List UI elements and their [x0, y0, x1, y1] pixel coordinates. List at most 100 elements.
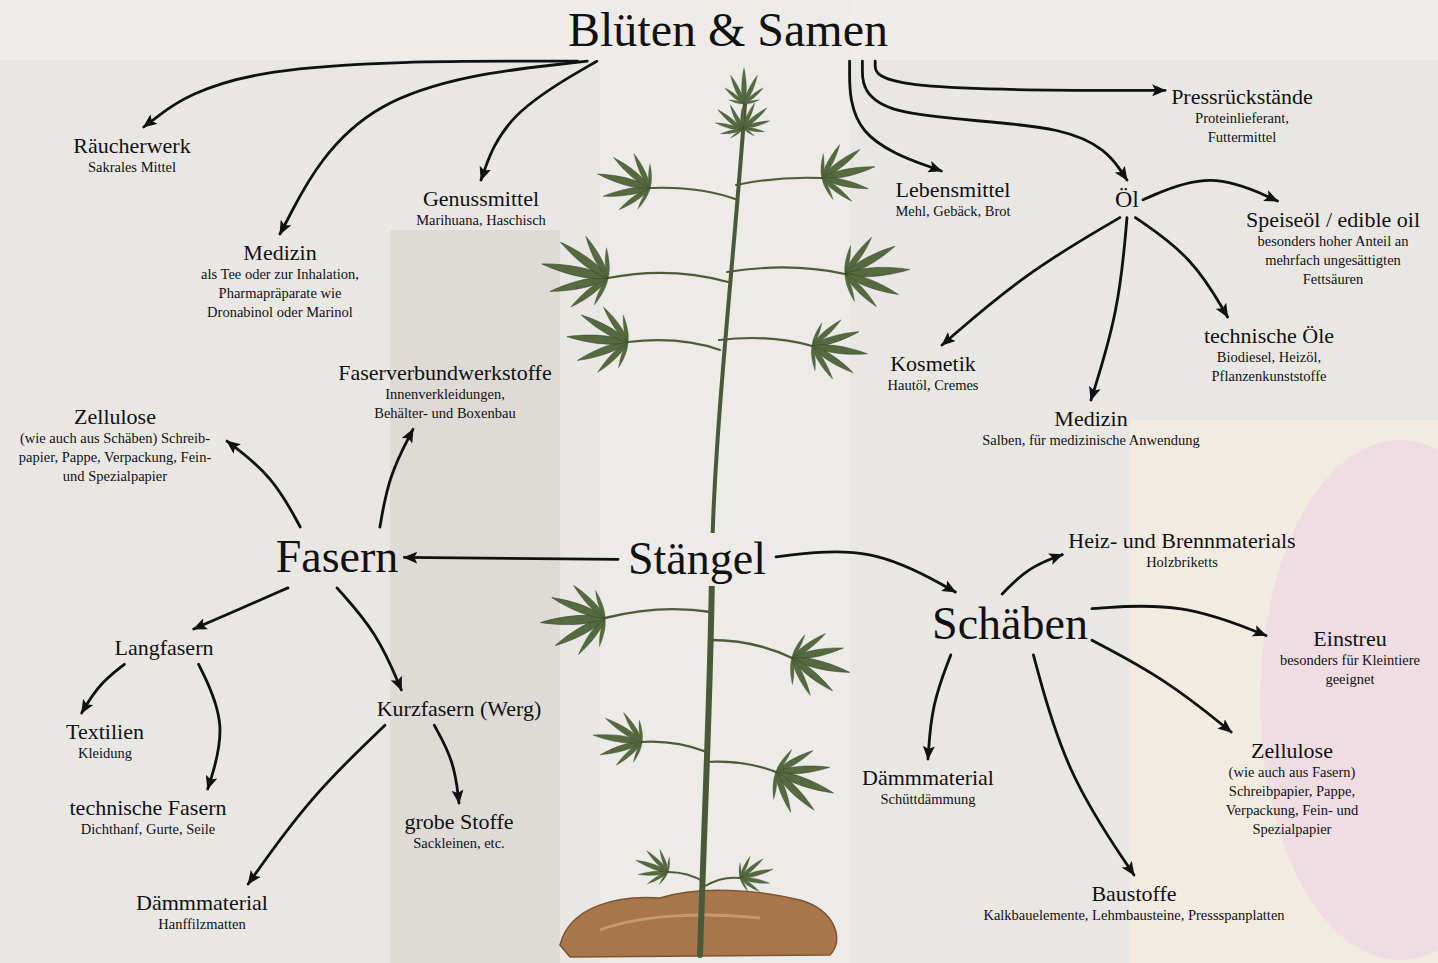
- doorway-shade: [390, 230, 560, 963]
- arrow-connector: [1033, 655, 1134, 875]
- leaf-fan: [629, 842, 676, 891]
- ceiling-light: [0, 0, 1438, 60]
- use-label: Speiseöl / edible oilbesonders hoher Ant…: [1241, 207, 1426, 289]
- arrow-connector: [337, 588, 401, 690]
- arrow-connector: [481, 61, 597, 180]
- node-heading: Zellulose: [9, 404, 221, 429]
- node-description: als Tee oder zur Inhalation, Pharmapräpa…: [188, 265, 373, 322]
- leaf-fan: [564, 302, 633, 377]
- node-description: Innenverkleidungen, Behälter- und Boxenb…: [360, 385, 530, 423]
- leaf-fan: [590, 144, 660, 218]
- use-label: grobe StoffeSackleinen, etc.: [405, 809, 514, 853]
- node-description: Mehl, Gebäck, Brot: [895, 202, 1010, 221]
- petiole: [719, 338, 812, 346]
- petiole: [705, 878, 740, 886]
- use-label: PressrückständeProteinlieferant, Futterm…: [1171, 84, 1313, 147]
- petiole: [642, 742, 707, 752]
- use-label: TextilienKleidung: [66, 719, 144, 763]
- leaf-fan: [806, 314, 872, 385]
- node-heading: Zellulose: [1216, 738, 1368, 763]
- node-description: (wie auch aus Schäben) Schreib- papier, …: [9, 429, 221, 486]
- use-label: Langfasern: [115, 635, 214, 660]
- leaf-fan: [840, 233, 912, 311]
- stem: [712, 104, 745, 560]
- node-heading: Speiseöl / edible oil: [1241, 207, 1426, 232]
- leaf-fan: [534, 227, 618, 316]
- node-heading: Schäben: [932, 598, 1088, 651]
- arrow-connector: [380, 429, 413, 527]
- petioles: [605, 178, 845, 886]
- arrow-connector: [82, 664, 125, 713]
- petiole: [736, 178, 822, 185]
- use-label: GenussmittelMarihuana, Haschisch: [416, 186, 546, 230]
- node-description: Dichthanf, Gurte, Seile: [70, 820, 227, 839]
- use-label: DämmmaterialHanffilzmatten: [136, 890, 268, 934]
- use-label: Heiz- und BrennmaterialsHolzbriketts: [1068, 528, 1295, 572]
- arrow-connector: [928, 655, 951, 759]
- leaf-fan: [538, 581, 610, 659]
- node-heading: grobe Stoffe: [405, 809, 514, 834]
- arrow-connector: [280, 61, 587, 234]
- connectors: [82, 61, 1278, 884]
- node-heading: Kosmetik: [887, 351, 978, 376]
- stem: [700, 560, 712, 955]
- node-description: Salben, für medizinische Anwendung: [982, 431, 1199, 450]
- node-description: Proteinlieferant, Futtermittel: [1180, 109, 1305, 147]
- leaf-fan: [734, 850, 778, 897]
- node-heading: Fasern: [276, 531, 399, 584]
- node-heading: Medizin: [982, 406, 1199, 431]
- wall-light: [600, 0, 850, 963]
- node-description: Sakrales Mittel: [73, 158, 190, 177]
- leaf-fan: [782, 625, 858, 705]
- hub-label: Öl: [1115, 186, 1139, 214]
- node-heading: Stängel: [628, 533, 766, 586]
- node-description: Sackleinen, etc.: [405, 834, 514, 853]
- node-heading: Faserverbundwerkstoffe: [338, 360, 551, 385]
- arrow-connector: [1002, 555, 1062, 594]
- hub-label: Schäben: [932, 598, 1088, 651]
- use-label: FaserverbundwerkstoffeInnenverkleidungen…: [338, 360, 551, 423]
- node-description: Schüttdämmung: [862, 790, 994, 809]
- arrow-connector: [194, 588, 288, 629]
- use-label: Zellulose(wie auch aus Fasern) Schreibpa…: [1216, 738, 1368, 839]
- use-label: Kurzfasern (Werg): [377, 696, 542, 721]
- arrow-connector: [1135, 218, 1227, 317]
- use-label: KosmetikHautöl, Cremes: [887, 351, 978, 395]
- node-description: besonders hoher Anteil an mehrfach unges…: [1241, 232, 1426, 289]
- arrow-connector: [875, 61, 1165, 90]
- node-heading: Medizin: [188, 240, 373, 265]
- use-label: MedizinSalben, für medizinische Anwendun…: [982, 406, 1199, 450]
- petiole: [608, 273, 728, 282]
- use-label: BaustoffeKalkbauelemente, Lehmbausteine,…: [983, 881, 1284, 925]
- node-heading: Baustoffe: [983, 881, 1284, 906]
- leaf-fan: [724, 68, 765, 105]
- node-description: Biodiesel, Heizöl, Pflanzenkunststoffe: [1200, 348, 1338, 386]
- node-heading: Heiz- und Brennmaterials: [1068, 528, 1295, 553]
- arrow-connector: [1092, 640, 1231, 732]
- node-description: (wie auch aus Fasern) Schreibpapier, Pap…: [1216, 763, 1368, 839]
- petiole: [605, 609, 711, 618]
- node-heading: Pressrückstände: [1171, 84, 1313, 109]
- use-label: Einstreubesonders für Kleintiere geeigne…: [1272, 626, 1428, 689]
- petiole: [628, 340, 720, 350]
- node-description: Hanffilzmatten: [136, 915, 268, 934]
- node-heading: Langfasern: [115, 635, 214, 660]
- use-label: LebensmittelMehl, Gebäck, Brot: [895, 177, 1010, 221]
- arrow-connector: [199, 664, 220, 789]
- hub-label: Fasern: [276, 531, 399, 584]
- node-heading: Räucherwerk: [73, 133, 190, 158]
- soil-highlight: [600, 915, 760, 930]
- node-description: Kalkbauelemente, Lehmbausteine, Pressspa…: [983, 906, 1284, 925]
- hub-label: Blüten & Samen: [568, 2, 888, 57]
- plant-glow: [1260, 440, 1438, 960]
- node-heading: technische Fasern: [70, 795, 227, 820]
- node-heading: Lebensmittel: [895, 177, 1010, 202]
- use-label: RäucherwerkSakrales Mittel: [73, 133, 190, 177]
- node-heading: Genussmittel: [416, 186, 546, 211]
- arrow-connector: [227, 441, 300, 527]
- petiole: [668, 872, 704, 882]
- node-heading: Blüten & Samen: [568, 2, 888, 57]
- leaf-fan: [731, 94, 779, 142]
